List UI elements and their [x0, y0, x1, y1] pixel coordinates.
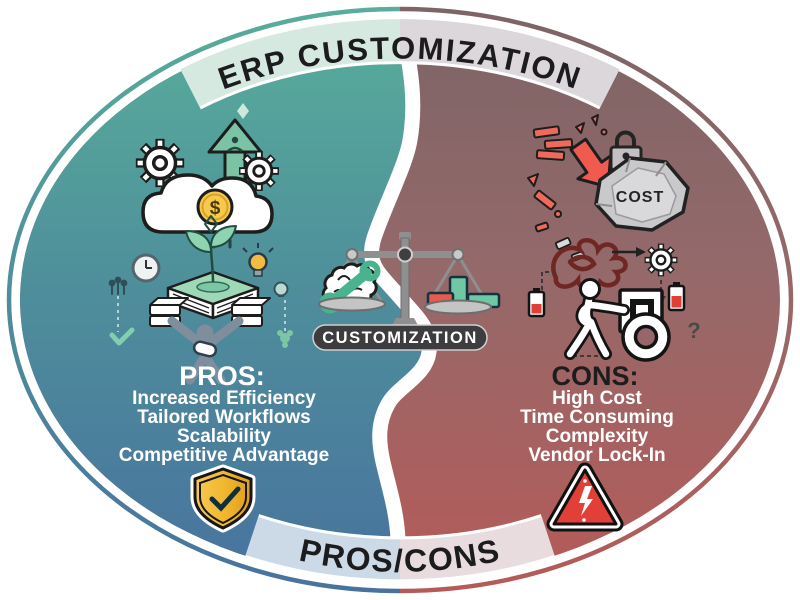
pros-item: Competitive Advantage — [119, 445, 329, 466]
cost-cluster: COST — [527, 114, 690, 262]
cost-boulder-icon: COST — [594, 156, 690, 232]
falling-bricks-icon — [527, 114, 608, 233]
pros-item: Scalability — [177, 426, 271, 447]
up-arrow-icon — [207, 118, 263, 154]
outer-rim — [6, 6, 794, 594]
sparkle-diamond — [237, 103, 249, 119]
pros-item: Increased Efficiency — [132, 388, 316, 409]
pros-list: PROS: Increased Efficiency Tailored Work… — [119, 361, 329, 466]
battery-low-icon — [527, 288, 546, 318]
balance-scale-icon — [318, 232, 501, 335]
pros-item: Tailored Workflows — [137, 407, 311, 428]
cost-label: COST — [616, 189, 664, 206]
lightbulb-outline-icon — [273, 281, 289, 297]
cons-list: CONS: High Cost Time Consuming Complexit… — [520, 361, 674, 466]
tangled-knot-icon — [551, 238, 628, 291]
plant-on-books-icon — [108, 215, 293, 385]
cons-item: Time Consuming — [520, 407, 674, 428]
cons-heading: CONS: — [552, 361, 639, 391]
person-icon — [564, 278, 630, 360]
bottom-banner: PROS/CONS — [244, 514, 556, 583]
divider-wave — [364, 22, 437, 581]
check-icon — [109, 327, 135, 346]
cons-item: Complexity — [546, 426, 649, 447]
puzzle-icon — [277, 330, 293, 348]
pros-heading: PROS: — [179, 361, 265, 391]
question-mark: ? — [687, 318, 700, 343]
cons-item: Vendor Lock-In — [528, 445, 665, 466]
cons-item: High Cost — [552, 388, 642, 409]
brain-wrench-icon — [319, 260, 381, 314]
customization-label: CUSTOMIZATION — [322, 329, 477, 347]
warning-triangle-icon — [546, 462, 624, 532]
gear-icon — [645, 244, 678, 277]
customization-pill: CUSTOMIZATION — [312, 324, 488, 351]
shield-check-icon — [190, 464, 256, 533]
battery-low-icon — [667, 282, 686, 312]
lightbulb-icon — [242, 243, 274, 277]
podium-icon — [108, 276, 128, 295]
complexity-cluster: ? — [527, 238, 701, 362]
handshake-figure-icon — [167, 316, 244, 385]
dollar-sign: $ — [210, 198, 221, 219]
square-peg-round-hole-icon — [618, 288, 671, 362]
clock-icon — [131, 253, 161, 283]
